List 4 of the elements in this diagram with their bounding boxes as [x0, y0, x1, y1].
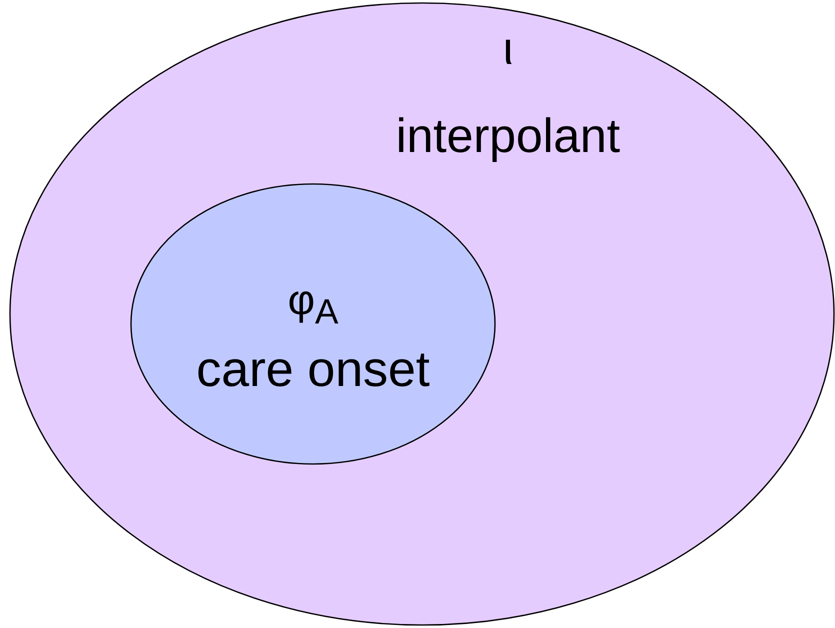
- set-label: care onset: [196, 344, 430, 394]
- set-label: ι: [502, 25, 514, 71]
- set-label: interpolant: [396, 113, 620, 161]
- set-label: φ$_{A}$: [288, 279, 338, 330]
